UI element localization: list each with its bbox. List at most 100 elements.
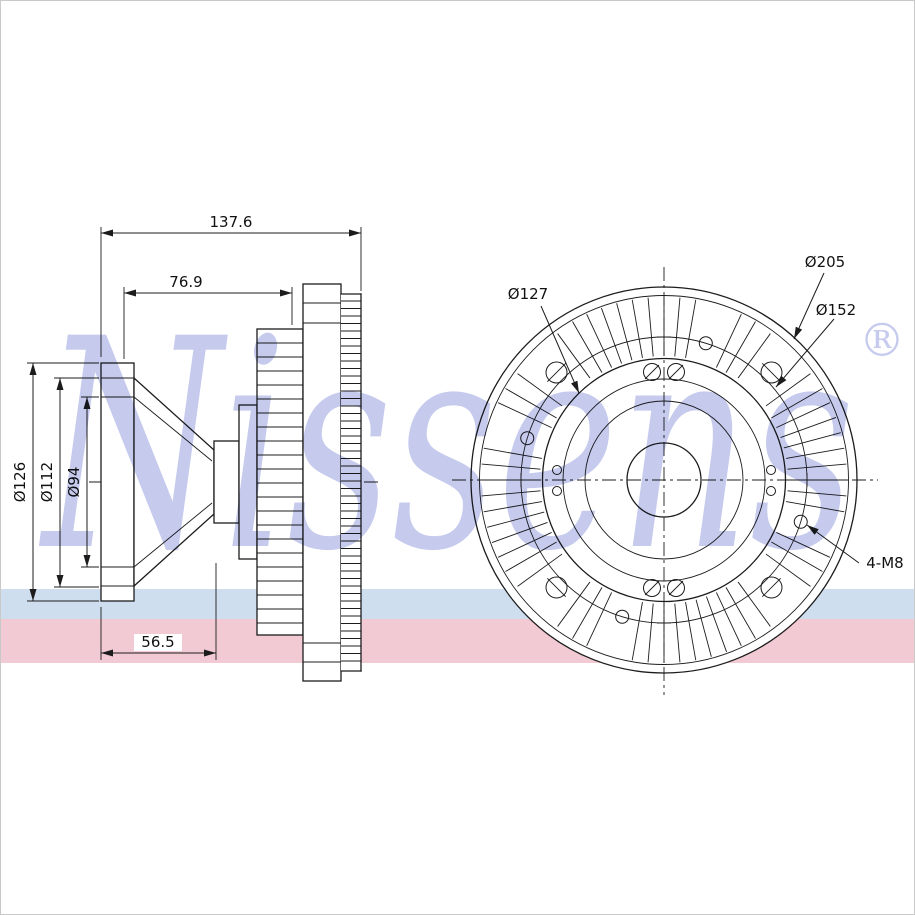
fin-line bbox=[771, 388, 823, 419]
dim-dia-inner: Ø94 bbox=[65, 396, 99, 568]
fin-line bbox=[787, 490, 847, 497]
dim-label-dia-mid: Ø112 bbox=[38, 462, 56, 502]
slotted-screw bbox=[667, 363, 685, 381]
hub-hole bbox=[766, 465, 776, 475]
hub-fasteners bbox=[552, 363, 776, 597]
fin-comb-body bbox=[341, 294, 361, 671]
leader-dia-152: Ø152 bbox=[775, 301, 856, 388]
leader-line bbox=[806, 524, 860, 564]
label-backing bbox=[134, 634, 182, 651]
boss-edge bbox=[765, 553, 811, 587]
fin-line bbox=[572, 321, 603, 373]
fin-line bbox=[647, 297, 654, 357]
slotted-screw bbox=[643, 363, 661, 381]
watermark-text: Nissens bbox=[37, 278, 855, 615]
label-dia-205: Ø205 bbox=[805, 253, 845, 271]
label-bolt-spec: 4-M8 bbox=[866, 554, 903, 572]
dim-width-upper: 76.9 bbox=[123, 273, 293, 359]
side-view: 137.6 76.9 56.5 Ø126 Ø112 bbox=[11, 213, 379, 682]
cone-inner-line bbox=[133, 396, 213, 462]
fin-line bbox=[483, 501, 542, 513]
screw-slot bbox=[547, 577, 567, 597]
hub-hole bbox=[552, 465, 562, 475]
fin-line bbox=[705, 596, 728, 653]
fin-line bbox=[616, 303, 633, 361]
screw-slot bbox=[761, 577, 781, 597]
slotted-screw bbox=[667, 579, 685, 597]
registered-mark: ® bbox=[859, 313, 905, 367]
fin-line bbox=[715, 313, 742, 368]
screw-slot bbox=[547, 363, 567, 383]
fin-line bbox=[600, 307, 623, 364]
rear-housing bbox=[302, 283, 342, 682]
leader-line bbox=[793, 272, 825, 340]
boss-edge bbox=[765, 373, 811, 407]
leader-line bbox=[540, 305, 580, 394]
cone-inner-line bbox=[133, 502, 213, 568]
fin-line bbox=[497, 531, 552, 558]
front-housing-ribs bbox=[257, 342, 303, 624]
fin-line bbox=[725, 321, 756, 373]
fin-line bbox=[725, 587, 756, 639]
fin-line bbox=[685, 299, 697, 358]
boss-edge bbox=[737, 333, 771, 379]
dim-label-dia-outer: Ø126 bbox=[11, 462, 29, 502]
hub-neck bbox=[213, 440, 240, 524]
fin-line bbox=[786, 447, 845, 459]
slotted-screw bbox=[545, 576, 568, 599]
fin-line bbox=[674, 603, 681, 663]
fin-line bbox=[776, 402, 831, 429]
m8-hole bbox=[520, 431, 535, 446]
screw-slot bbox=[644, 364, 660, 380]
flange-outline bbox=[100, 362, 135, 602]
fin-line bbox=[491, 521, 548, 544]
m8-hole bbox=[793, 514, 808, 529]
slotted-screw bbox=[760, 361, 783, 384]
slotted-screw bbox=[760, 576, 783, 599]
hub-hole bbox=[766, 486, 776, 496]
fin-line bbox=[776, 531, 831, 558]
boss-edge bbox=[557, 333, 591, 379]
screw-slot bbox=[668, 364, 684, 380]
fin-line bbox=[783, 432, 841, 449]
dim-label-total-width: 137.6 bbox=[210, 213, 253, 231]
hub-hole bbox=[552, 486, 562, 496]
fin-line bbox=[487, 511, 545, 528]
dim-width-lower: 56.5 bbox=[100, 563, 217, 660]
fin-line bbox=[505, 541, 557, 572]
fin-line bbox=[695, 599, 712, 657]
leader-dia-127: Ø127 bbox=[508, 285, 580, 394]
boss-edge bbox=[517, 553, 563, 587]
leader-dia-205: Ø205 bbox=[793, 253, 845, 340]
leader-line bbox=[775, 318, 835, 388]
fin-line bbox=[780, 416, 837, 439]
screw-bosses bbox=[517, 333, 811, 627]
leader-bolt-spec: 4-M8 bbox=[806, 524, 904, 572]
fin-line bbox=[586, 592, 613, 647]
dim-label-lower-width: 56.5 bbox=[141, 633, 174, 651]
fin-line bbox=[771, 541, 823, 572]
slotted-screw bbox=[643, 579, 661, 597]
label-dia-152: Ø152 bbox=[816, 301, 856, 319]
fin-line bbox=[497, 402, 552, 429]
fin-line bbox=[715, 592, 742, 647]
fin-line bbox=[481, 463, 541, 470]
fin-line bbox=[631, 299, 643, 358]
fin-comb bbox=[341, 300, 361, 662]
front-view: Ø127 Ø205 Ø152 4-M8 bbox=[452, 253, 904, 695]
screw-slot bbox=[668, 580, 684, 596]
fin-line bbox=[647, 603, 654, 663]
fin-line bbox=[786, 501, 845, 513]
fin-line bbox=[685, 602, 697, 661]
dim-label-dia-inner: Ø94 bbox=[65, 467, 83, 498]
dim-width-total: 137.6 bbox=[100, 213, 362, 357]
fin-line bbox=[572, 587, 603, 639]
fin-line bbox=[505, 388, 557, 419]
front-housing bbox=[256, 328, 304, 636]
fin-line bbox=[481, 490, 541, 497]
fin-line bbox=[674, 297, 681, 357]
slotted-screw bbox=[545, 361, 568, 384]
fin-line bbox=[586, 313, 613, 368]
